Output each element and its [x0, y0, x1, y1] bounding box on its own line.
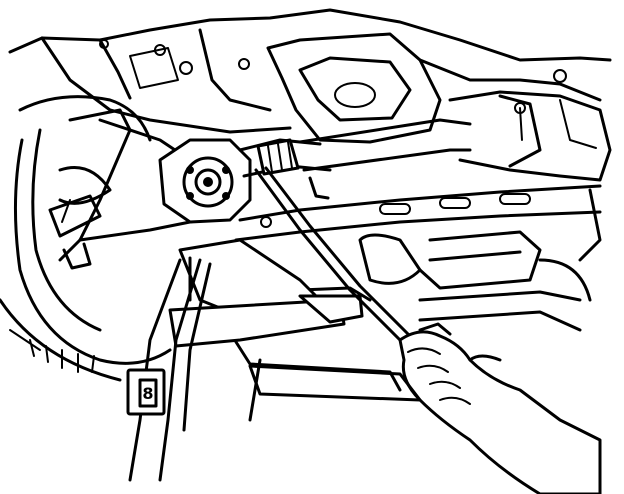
lift-column: 8	[126, 368, 166, 416]
pry-bar-tool	[254, 166, 420, 352]
propeller-shaft	[238, 118, 472, 200]
vehicle-body-underside	[8, 8, 612, 134]
transmission-case	[448, 69, 612, 182]
differential-housing	[158, 138, 252, 224]
vehicle-lift-arm	[128, 238, 402, 482]
frame-rail	[234, 184, 602, 262]
lower-body-shadow	[248, 364, 422, 402]
wheel-and-tire	[0, 95, 172, 382]
lift-pad-label: 8	[142, 384, 153, 403]
lift-pad-label-box	[138, 378, 158, 408]
transmission-crossmember	[266, 32, 602, 144]
exhaust-muffler	[298, 230, 592, 332]
technician-hands	[398, 322, 602, 494]
